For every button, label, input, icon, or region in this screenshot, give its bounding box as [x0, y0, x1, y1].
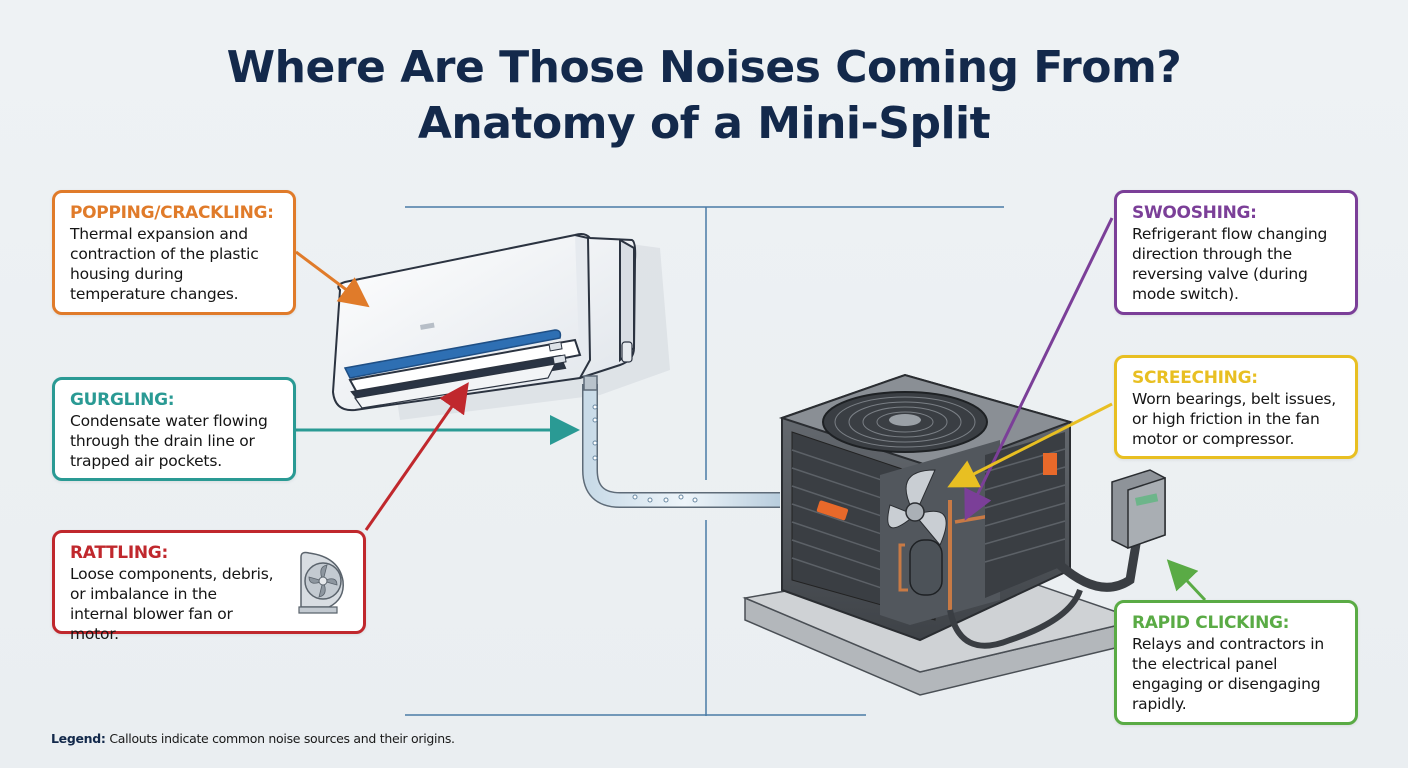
legend: Legend: Callouts indicate common noise s… — [51, 731, 455, 746]
outdoor-unit — [742, 373, 1166, 696]
clicking-arrow — [1166, 559, 1207, 602]
callout-heading: SWOOSHING: — [1132, 203, 1257, 223]
compressor — [909, 539, 943, 596]
callout-text: Condensate water flowing through the dra… — [70, 412, 268, 470]
electrical-panel — [1111, 469, 1166, 550]
legend-label: Legend: — [51, 731, 106, 746]
indoor-unit — [331, 233, 637, 412]
callout-text: Relays and contractors in the electrical… — [1132, 635, 1325, 713]
callout-screeching: SCREECHING: Worn bearings, belt issues, … — [1114, 355, 1358, 459]
callout-text: Refrigerant flow changing direction thro… — [1132, 225, 1328, 303]
callout-heading: RAPID CLICKING: — [1132, 613, 1290, 633]
screeching-arrow — [947, 402, 1113, 488]
callout-gurgling: GURGLING: Condensate water flowing throu… — [52, 377, 296, 481]
title-line-2: Anatomy of a Mini-Split — [417, 98, 991, 149]
callout-rattling: RATTLING: Loose components, debris, or i… — [52, 530, 366, 643]
title-line-1: Where Are Those Noises Coming From? — [226, 42, 1182, 93]
guide-lines — [405, 206, 1004, 716]
callout-heading: GURGLING: — [70, 390, 175, 410]
rattling-arrow — [364, 382, 469, 531]
callout-heading: RATTLING: — [70, 543, 168, 563]
callout-heading: POPPING/CRACKLING: — [70, 203, 274, 223]
callout-popping: POPPING/CRACKLING: Thermal expansion and… — [52, 190, 296, 315]
legend-text: Callouts indicate common noise sources a… — [109, 731, 455, 746]
blower-fan-icon — [298, 551, 344, 614]
callout-text: Thermal expansion and contraction of the… — [70, 225, 259, 303]
callout-text: Worn bearings, belt issues, or high fric… — [1132, 390, 1337, 448]
page-title: Where Are Those Noises Coming From? Anat… — [0, 40, 1408, 152]
callout-text: Loose components, debris, or imbalance i… — [70, 565, 274, 643]
callout-clicking: RAPID CLICKING: Relays and contractors i… — [1114, 600, 1358, 725]
callout-heading: SCREECHING: — [1132, 368, 1258, 388]
drain-line — [582, 375, 780, 508]
swooshing-arrow — [964, 217, 1114, 521]
popping-arrow — [295, 250, 370, 308]
callout-swooshing: SWOOSHING: Refrigerant flow changing dir… — [1114, 190, 1358, 315]
